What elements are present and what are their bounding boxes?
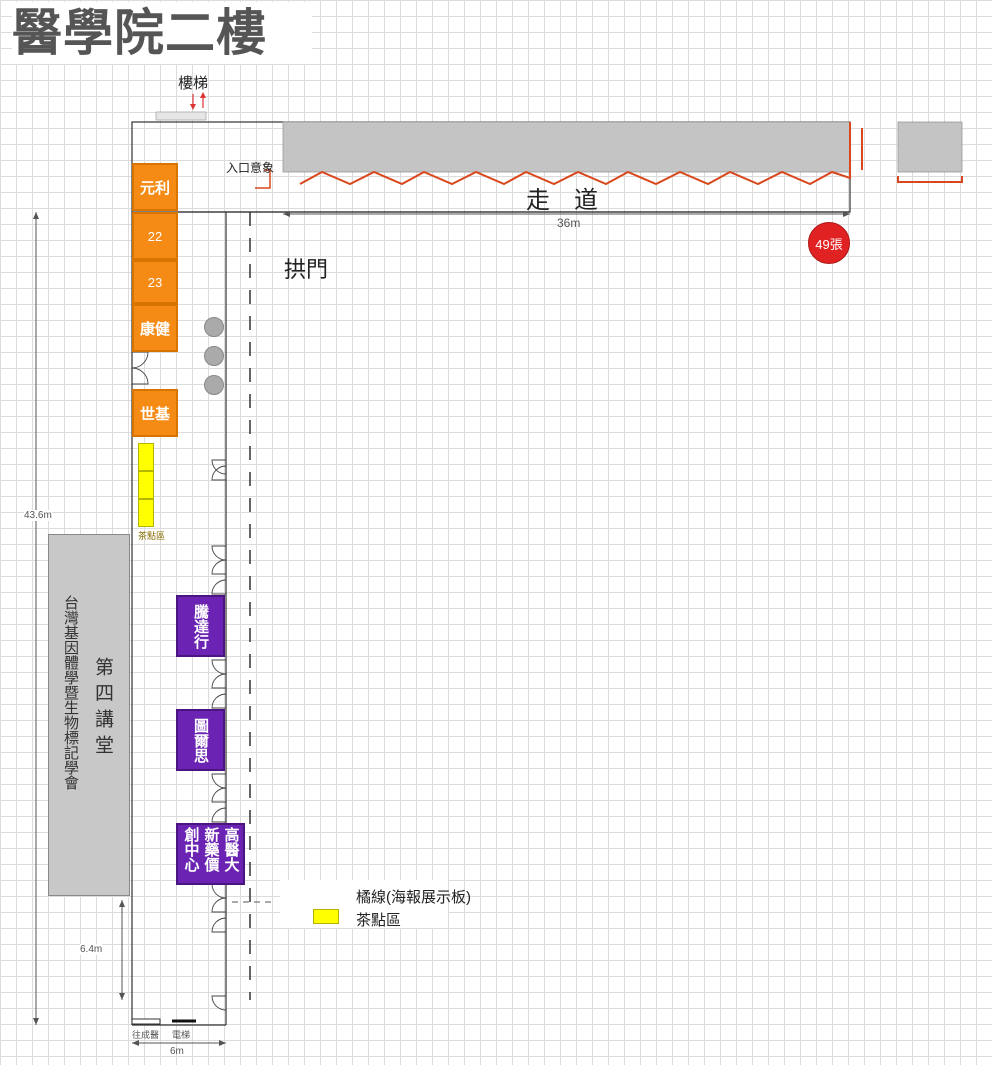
tea-area-block: [138, 443, 154, 471]
booth-kangjian: 康健: [132, 304, 178, 352]
round-table: [204, 317, 224, 337]
page-title: 醫學院二樓: [12, 2, 312, 64]
lecture-hall: 台灣基因體學暨生物標記學會 第四講堂: [48, 534, 130, 896]
booth-tuersi: 圖爾思: [176, 709, 225, 771]
corridor-label: 走 道: [526, 187, 598, 214]
hall-subtitle: 台灣基因體學暨生物標記學會: [62, 595, 79, 790]
legend-tea-area: 茶點區: [356, 912, 402, 929]
booth-23: 23: [132, 260, 178, 304]
arch-label: 拱門: [284, 257, 329, 282]
booth-tengda: 騰達行: [176, 595, 225, 657]
corridor-length: 36m: [557, 216, 581, 230]
legend-tea-swatch: [313, 909, 339, 924]
tea-area-block: [138, 499, 154, 527]
lower-length-label: 6.4m: [80, 944, 103, 955]
left-height-label: 43.6m: [24, 510, 52, 521]
to-hospital-label: 往成醫: [132, 1030, 160, 1040]
tea-area-block: [138, 471, 154, 499]
round-table: [204, 346, 224, 366]
booth-shiji: 世基: [132, 389, 178, 437]
bottom-width-label: 6m: [170, 1046, 184, 1057]
poster-count-badge: 49張: [808, 222, 850, 264]
hall-name: 第四講堂: [92, 657, 113, 761]
legend-orange-line: 橘線(海報展示板): [356, 889, 471, 906]
legend: 橘線(海報展示板) 茶點區: [280, 880, 471, 929]
stairs-label: 樓梯: [178, 75, 209, 92]
elevator-label: 電梯: [172, 1030, 191, 1040]
entrance-label: 入口意象: [226, 161, 275, 175]
booth-kmu-drug-center: 高醫大新藥價創中心: [176, 823, 245, 885]
tea-area-small-label: 茶點區: [138, 531, 166, 541]
booth-22: 22: [132, 212, 178, 260]
round-table: [204, 375, 224, 395]
booth-yuanli: 元利: [132, 163, 178, 211]
